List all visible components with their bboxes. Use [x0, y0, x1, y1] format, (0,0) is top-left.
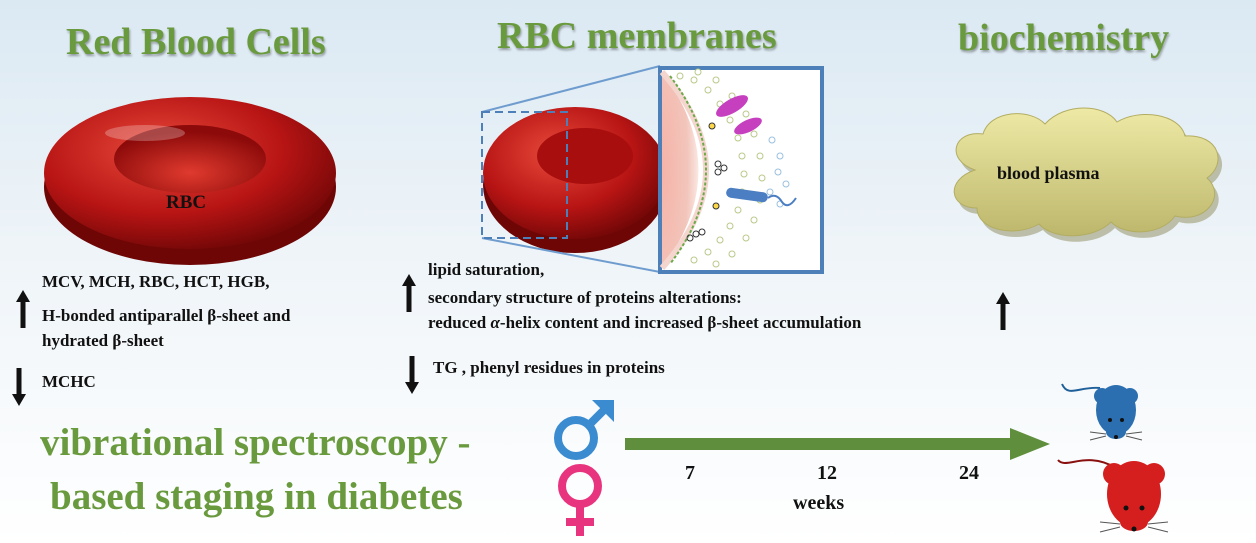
membrane-increase-line-2: secondary structure of proteins alterati… [428, 288, 742, 307]
timeline-unit-label: weeks [793, 492, 845, 514]
blue-mouse-icon [1061, 383, 1143, 441]
timeline-tick-12: 12 [817, 462, 837, 484]
title-line-2: based staging in diabetes [50, 475, 463, 518]
heading-biochemistry: biochemistry [958, 17, 1170, 59]
blood-plasma-cloud [953, 107, 1223, 242]
heading-rbc-membranes: RBC membranes [497, 15, 777, 57]
timeline-tick-7: 7 [685, 462, 695, 484]
timeline-arrow [625, 428, 1050, 460]
alpha-symbol: α [490, 313, 500, 332]
rbc-increase-line-1: MCV, MCH, RBC, HCT, HGB, [42, 272, 270, 291]
female-symbol-icon [558, 464, 602, 536]
up-arrow-icon [996, 292, 1010, 330]
blood-plasma-label: blood plasma [997, 163, 1100, 183]
rbc-cell-illustration [44, 97, 336, 265]
rbc-membrane-illustration [481, 65, 824, 274]
male-symbol-icon [554, 400, 614, 460]
rbc-label: RBC [166, 192, 207, 213]
line3-prefix: reduced [428, 313, 491, 332]
membrane-increase-line-1: lipid saturation, [428, 260, 545, 279]
rbc-decrease-line-1: MCHC [42, 372, 96, 391]
up-arrow-icon [402, 274, 416, 312]
down-arrow-icon [12, 368, 26, 406]
membrane-decrease-line-1: TG , phenyl residues in proteins [433, 358, 665, 377]
rbc-increase-line-2: H-bonded antiparallel β-sheet and [42, 306, 291, 325]
rbc-increase-line-3: hydrated β-sheet [42, 331, 164, 350]
membrane-increase-line-3: reduced α-helix content and increased β-… [428, 313, 861, 333]
down-arrow-icon [405, 356, 419, 394]
title-line-1: vibrational spectroscopy - [40, 421, 471, 464]
timeline-tick-24: 24 [959, 462, 979, 484]
line3-suffix: -helix content and increased β-sheet acc… [499, 313, 862, 332]
up-arrow-icon [16, 290, 30, 328]
heading-red-blood-cells: Red Blood Cells [66, 21, 326, 63]
red-mouse-icon [1057, 459, 1169, 533]
